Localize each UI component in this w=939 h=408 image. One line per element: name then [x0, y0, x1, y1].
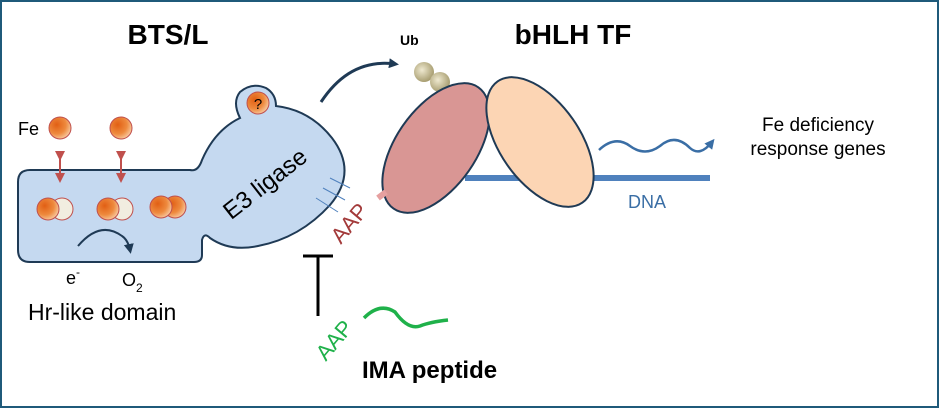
question-mark: ? [254, 96, 262, 113]
aap-tf-label: AAP [326, 198, 373, 248]
aap-ima-label: AAP [311, 315, 358, 365]
ubiquitination-arrow [319, 58, 399, 103]
transcription-arrow [598, 138, 715, 153]
fe-label: Fe [18, 119, 39, 139]
ubiquitin-icon [414, 62, 434, 82]
fe-site-2 [96, 197, 134, 221]
title-bhlh: bHLH TF [515, 19, 632, 50]
electron-transfer-arrow [77, 228, 134, 254]
ub-label: Ub [400, 32, 419, 48]
ima-peptide-label: IMA peptide [362, 357, 497, 384]
genes-label-line1: Fe deficiency [762, 115, 874, 136]
fe-atom-icon [36, 197, 60, 221]
ima-peptide-chain [362, 306, 449, 329]
hr-domain-label: Hr-like domain [28, 299, 176, 325]
fe-atom-icon [96, 197, 120, 221]
dna-label: DNA [628, 192, 666, 212]
genes-label-line2: response genes [750, 139, 885, 160]
aap-tail [376, 189, 388, 201]
unknown-metal-icon [246, 91, 270, 115]
fe-site-3 [149, 195, 187, 219]
bhlh-monomer-left [381, 82, 491, 214]
fe-atom-icon [109, 116, 133, 140]
fe-site-1 [36, 197, 74, 221]
fe-atom-icon [48, 116, 72, 140]
fe-atom-icon [149, 195, 173, 219]
bts-protein-shape [17, 84, 346, 263]
interaction-line [315, 197, 339, 213]
oxygen-label: O2 [122, 270, 143, 295]
title-bts: BTS/L [128, 19, 209, 50]
electron-label: e- [66, 265, 80, 288]
bhlh-monomer-right [485, 76, 595, 208]
interaction-line [322, 187, 346, 201]
interaction-line [329, 177, 351, 189]
